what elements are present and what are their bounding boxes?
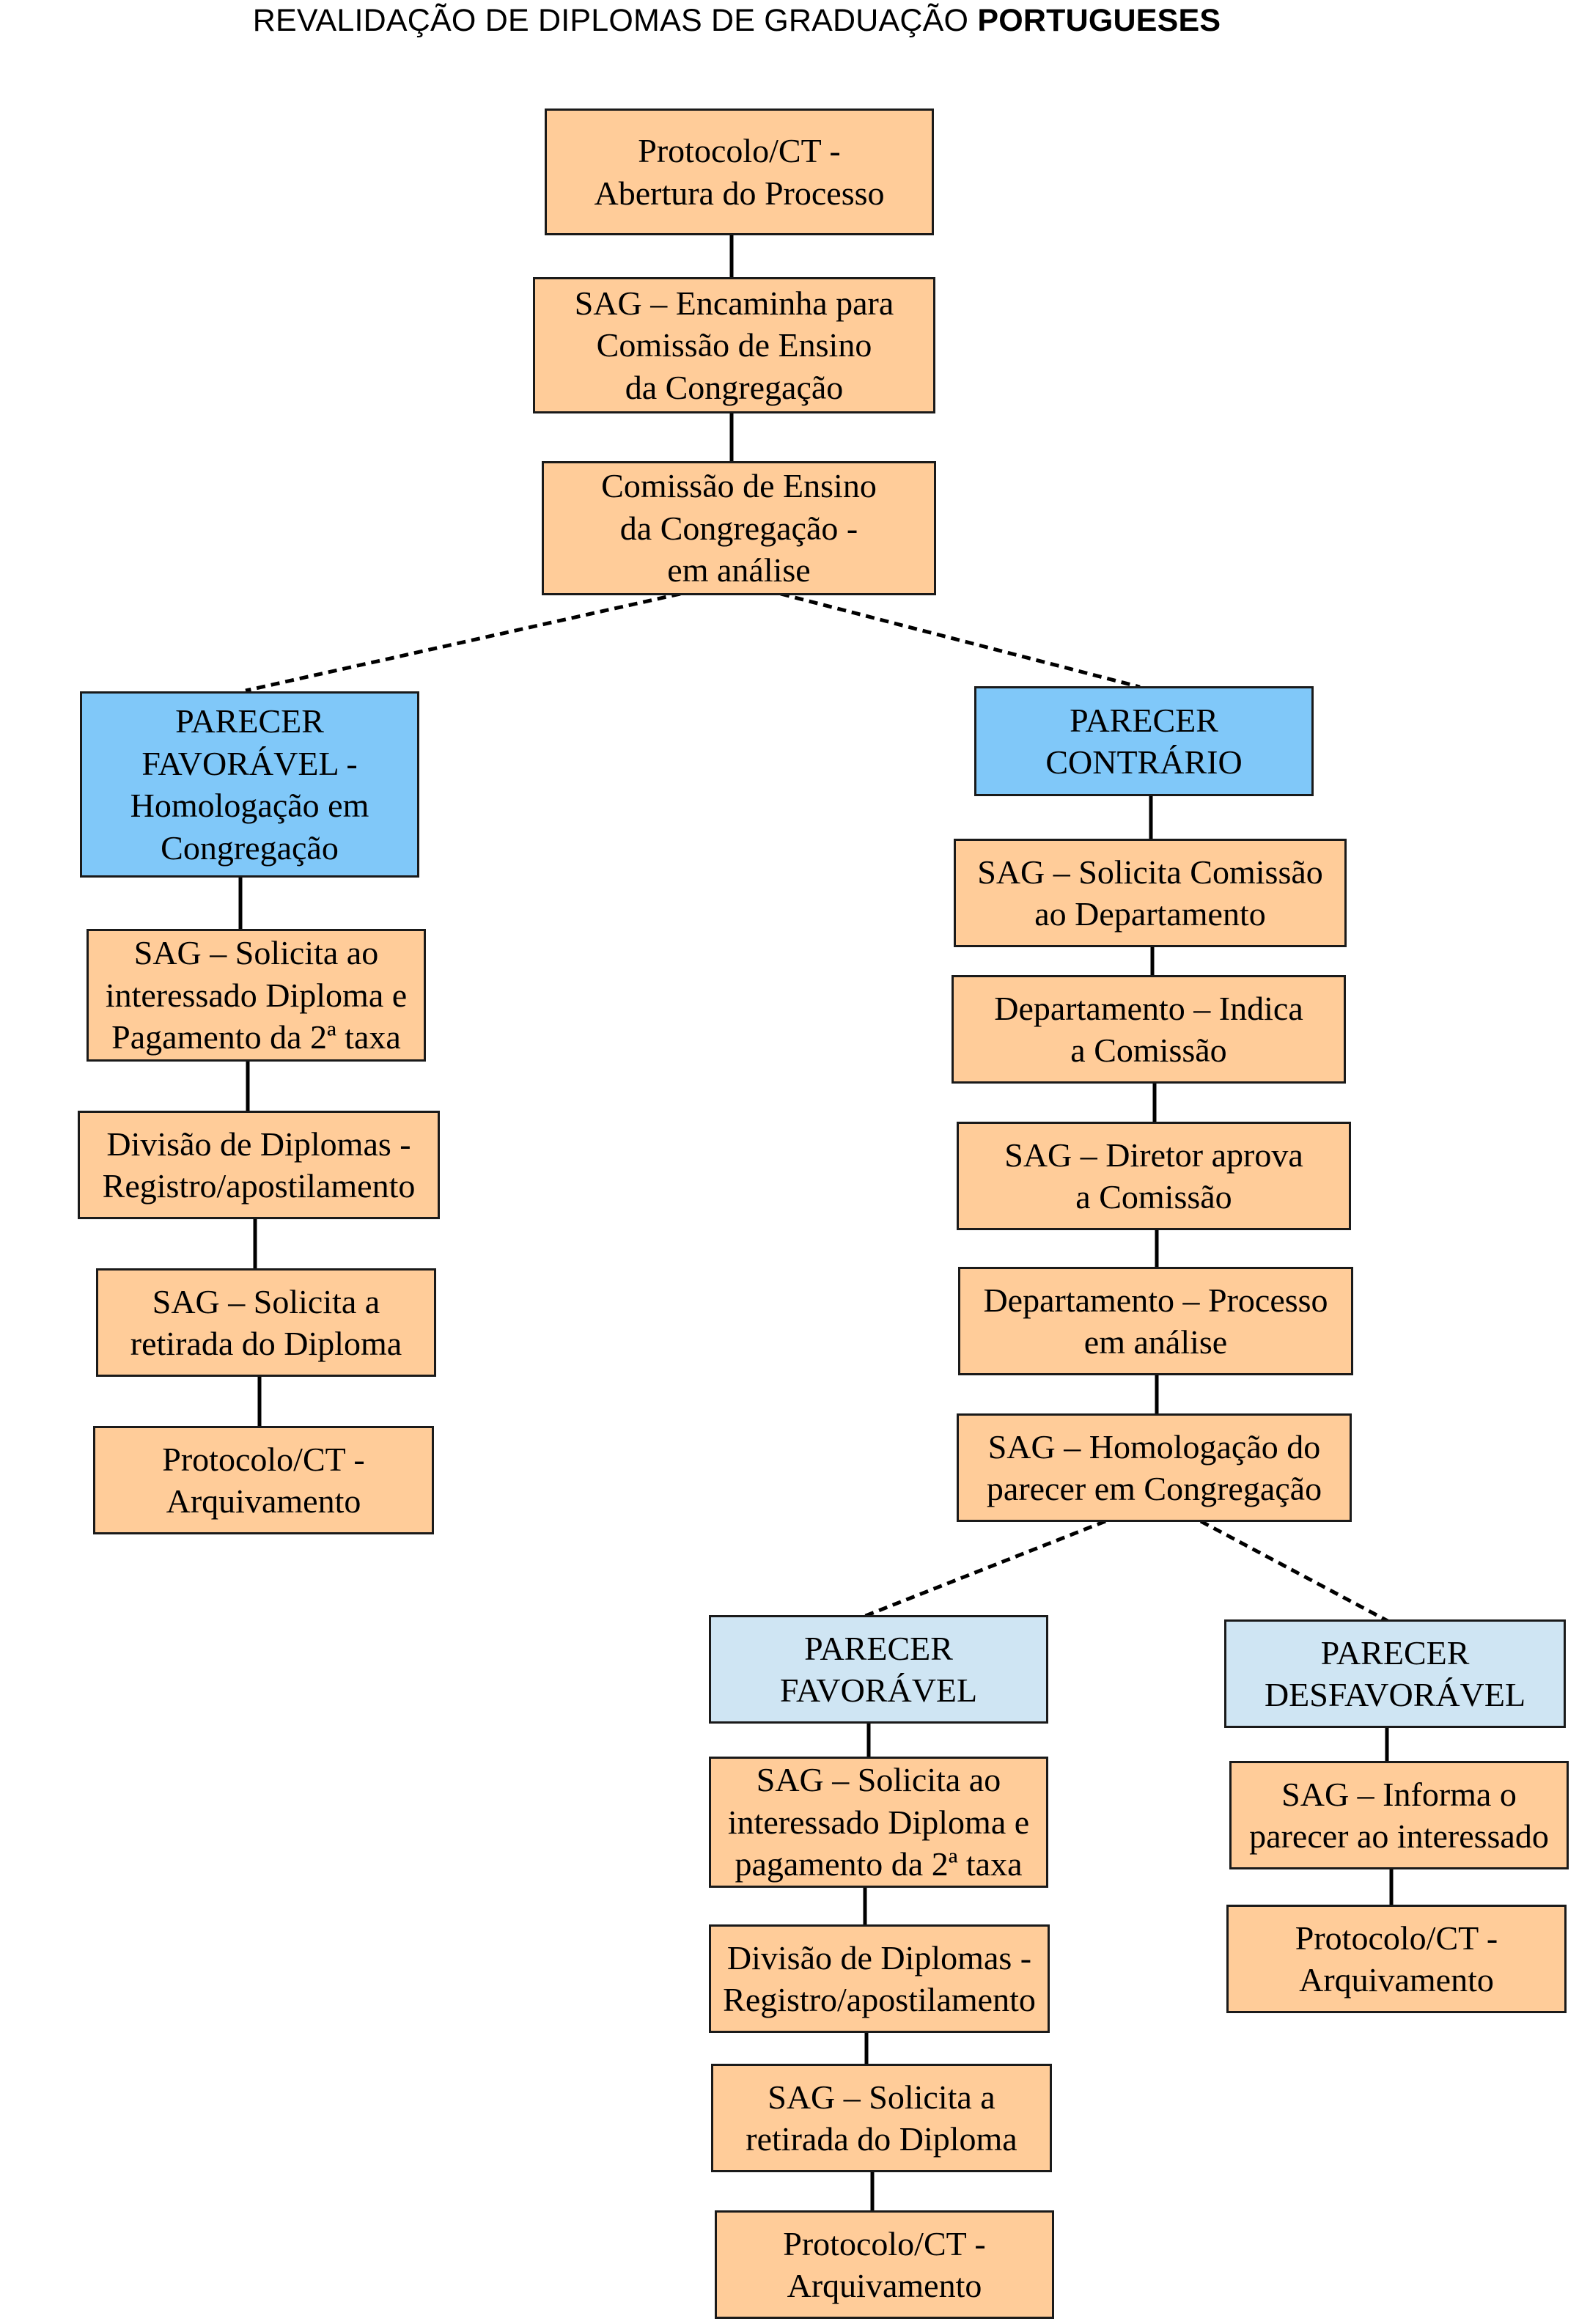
page-title: REVALIDAÇÃO DE DIPLOMAS DE GRADUAÇÃO POR… (0, 3, 1473, 39)
edge-analise-contrario (780, 592, 1141, 689)
node-right-indica-comissao: Departamento – Indica a Comissão (952, 975, 1346, 1084)
node-comissao-analise: Comissão de Ensino da Congregação - em a… (542, 461, 936, 595)
edge-rhomolog-subfav (863, 1519, 1106, 1619)
node-fav-arquivamento: Protocolo/CT - Arquivamento (715, 2210, 1054, 2319)
node-left-retirada-diploma: SAG – Solicita a retirada do Diploma (96, 1268, 436, 1377)
node-right-processo-analise: Departamento – Processo em análise (958, 1267, 1353, 1375)
node-fav-divisao-diplomas: Divisão de Diplomas - Registro/apostilam… (709, 1924, 1050, 2033)
node-fav-solicita-diploma: SAG – Solicita ao interessado Diploma e … (709, 1757, 1048, 1888)
edge-analise-favoravel (245, 592, 681, 693)
node-parecer-favoravel: PARECER FAVORÁVEL - Homologação em Congr… (80, 691, 419, 878)
node-sub-parecer-favoravel: PARECER FAVORÁVEL (709, 1615, 1048, 1724)
node-left-arquivamento: Protocolo/CT - Arquivamento (93, 1426, 434, 1534)
node-right-solicita-comissao: SAG – Solicita Comissão ao Departamento (954, 839, 1347, 947)
edge-rhomolog-subdesf (1199, 1519, 1389, 1623)
node-encaminha-comissao: SAG – Encaminha para Comissão de Ensino … (533, 277, 935, 413)
node-parecer-contrario: PARECER CONTRÁRIO (974, 686, 1314, 796)
node-left-divisao-diplomas: Divisão de Diplomas - Registro/apostilam… (78, 1111, 440, 1219)
node-sub-parecer-desfavoravel: PARECER DESFAVORÁVEL (1224, 1619, 1566, 1728)
node-abertura-processo: Protocolo/CT - Abertura do Processo (545, 109, 934, 235)
node-desf-arquivamento: Protocolo/CT - Arquivamento (1226, 1905, 1567, 2013)
node-right-homologacao: SAG – Homologação do parecer em Congrega… (957, 1413, 1352, 1522)
node-fav-retirada-diploma: SAG – Solicita a retirada do Diploma (711, 2064, 1052, 2172)
node-right-diretor-aprova: SAG – Diretor aprova a Comissão (957, 1122, 1351, 1230)
node-left-solicita-diploma: SAG – Solicita ao interessado Diploma e … (87, 929, 426, 1062)
title-regular: REVALIDAÇÃO DE DIPLOMAS DE GRADUAÇÃO (252, 3, 978, 38)
node-desf-informa-parecer: SAG – Informa o parecer ao interessado (1229, 1761, 1569, 1869)
title-bold: PORTUGUESES (977, 3, 1221, 38)
